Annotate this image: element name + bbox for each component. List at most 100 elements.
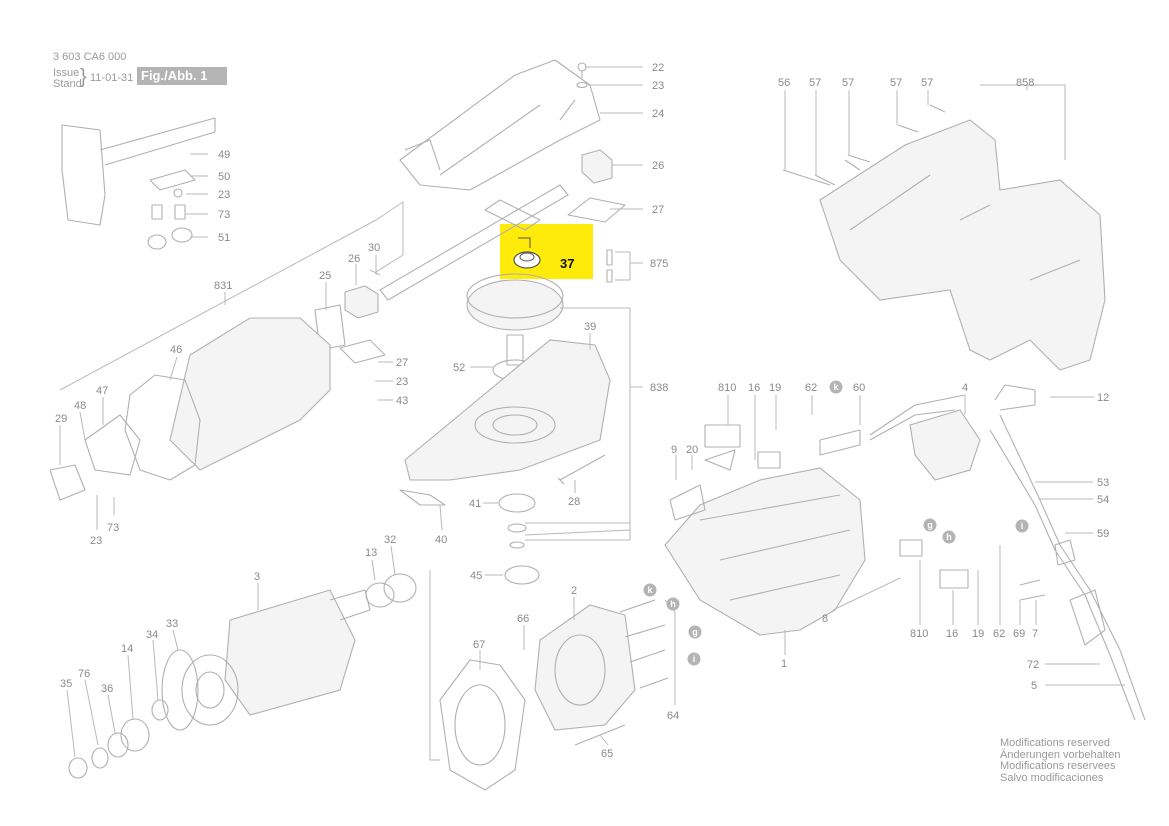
- part-label: 57: [890, 77, 902, 89]
- part-label: 19: [972, 628, 984, 640]
- part-label: 56: [778, 77, 790, 89]
- field-coil: [534, 604, 636, 731]
- part-label: 27: [652, 204, 664, 216]
- part-label: 43: [396, 395, 408, 407]
- part-label: 838: [650, 382, 668, 394]
- part-label: 7: [1032, 628, 1038, 640]
- part-label: 23: [90, 535, 102, 547]
- part-label: 33: [166, 618, 178, 630]
- notice-line: Salvo modificaciones: [1000, 771, 1104, 784]
- part-label: 62: [805, 382, 817, 394]
- part-label: 76: [78, 668, 90, 680]
- highlight-box: [500, 224, 593, 279]
- part-label: 65: [601, 748, 613, 760]
- notice-line: Änderungen vorbehalten: [1000, 748, 1121, 761]
- part-label: 49: [218, 149, 230, 161]
- part-label: 19: [769, 382, 781, 394]
- part-label: 23: [396, 376, 408, 388]
- notice-line: Modifications reserved: [1000, 737, 1111, 749]
- part-label: 60: [853, 382, 865, 394]
- callout-letter: h: [946, 532, 952, 542]
- part-label: 67: [473, 639, 485, 651]
- part-label: 51: [218, 232, 230, 244]
- part-label: 3: [254, 571, 260, 583]
- figure-label: Fig./Abb. 1: [137, 67, 227, 85]
- callout-letter: h: [670, 599, 676, 609]
- armature: [224, 589, 356, 716]
- part-label: 28: [568, 496, 580, 508]
- part-label: 25: [319, 270, 331, 282]
- part-label: 23: [218, 189, 230, 201]
- issue-date: 11-01-31: [90, 72, 134, 84]
- part-label: 36: [101, 683, 113, 695]
- part-label: 32: [384, 534, 396, 546]
- part-label: 66: [517, 613, 529, 625]
- part-label: 53: [1097, 477, 1109, 489]
- part-label: 73: [107, 522, 119, 534]
- front-shroud: [169, 317, 331, 471]
- part-label: 29: [55, 413, 67, 425]
- callout-letter: k: [647, 585, 653, 595]
- upper-housing-cover: [399, 59, 601, 191]
- part-label: 48: [74, 400, 86, 412]
- part-label: 831: [214, 280, 232, 292]
- part-label: 52: [453, 362, 465, 374]
- part-label: 39: [584, 321, 596, 333]
- motor-cover: [664, 467, 866, 636]
- document-number: 3 603 CA6 000: [53, 51, 127, 63]
- brace-icon: }: [80, 66, 87, 88]
- part-label: 69: [1013, 628, 1025, 640]
- part-label: 57: [809, 77, 821, 89]
- blade-clamp-bracket: [61, 117, 216, 226]
- part-label: 57: [842, 77, 854, 89]
- leader-lines: [59, 66, 1125, 761]
- part-label: 5: [1031, 680, 1037, 692]
- part-label: 59: [1097, 528, 1109, 540]
- part-37-label: 37: [560, 256, 575, 271]
- notice-line: Modifications reservees: [1000, 760, 1116, 772]
- part-number-labels: 22 23 24 26 27 875 49 50 23 73 51 30 25 …: [55, 62, 1109, 760]
- part-label: 47: [96, 385, 108, 397]
- part-label: 22: [652, 62, 664, 74]
- part-label: 34: [146, 629, 158, 641]
- part-label: 4: [962, 382, 968, 394]
- part-label: 46: [170, 344, 182, 356]
- gear-housing: [404, 339, 611, 481]
- part-label: 26: [652, 160, 664, 172]
- part-label: 40: [435, 534, 447, 546]
- part-label: 54: [1097, 494, 1109, 506]
- part-label: 23: [652, 80, 664, 92]
- part-label: 30: [368, 242, 380, 254]
- part-label: 24: [652, 108, 664, 120]
- part-label: 12: [1097, 392, 1109, 404]
- part-label: 1: [781, 658, 787, 670]
- part-label: 8: [822, 613, 828, 625]
- main-housing: [819, 119, 1106, 371]
- part-label: 810: [910, 628, 928, 640]
- part-label: 875: [650, 258, 668, 270]
- part-label: 73: [218, 209, 230, 221]
- issue-label: Issue: [53, 67, 80, 79]
- part-label: 20: [686, 444, 698, 456]
- part-label: 64: [667, 710, 679, 722]
- part-label: 810: [718, 382, 736, 394]
- part-label: 26: [348, 253, 360, 265]
- part-label: 13: [365, 547, 377, 559]
- part-label: 16: [748, 382, 760, 394]
- part-label: 45: [470, 570, 482, 582]
- modifications-notice: Modifications reserved Änderungen vorbeh…: [1000, 737, 1121, 784]
- callout-letter: g: [692, 627, 698, 637]
- part-label: 858: [1016, 77, 1034, 89]
- part-label: 27: [396, 357, 408, 369]
- part-label: 41: [469, 498, 481, 510]
- part-label: 2: [571, 585, 577, 597]
- part-label: 62: [993, 628, 1005, 640]
- callout-letter: i: [693, 654, 696, 664]
- part-label: 57: [921, 77, 933, 89]
- stand-label: Stand: [53, 78, 82, 90]
- wobble-disc: [466, 279, 564, 331]
- part-label: 50: [218, 171, 230, 183]
- part-label: 9: [671, 444, 677, 456]
